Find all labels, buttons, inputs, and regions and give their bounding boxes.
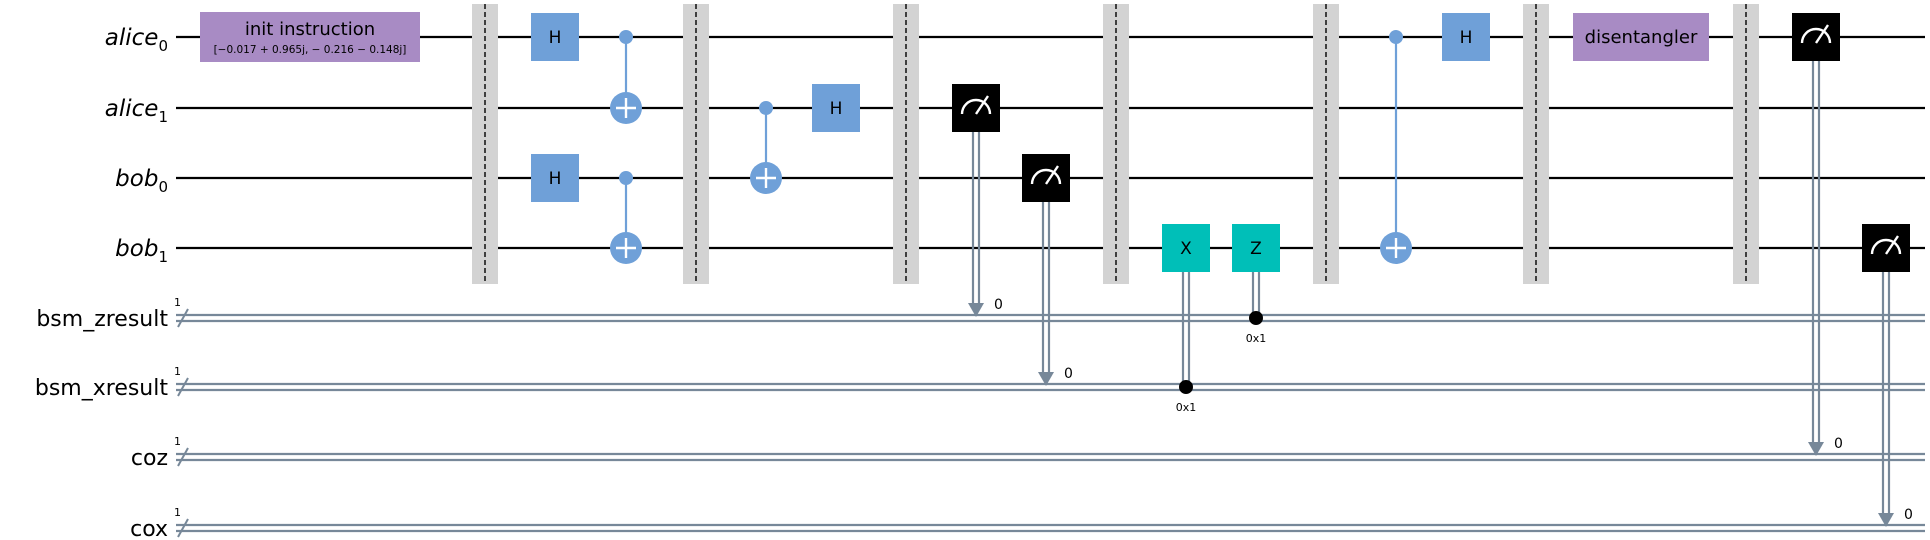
gate-box <box>1442 13 1490 61</box>
gate-label: H <box>830 99 843 119</box>
operations-layer: init instruction [−0.017 + 0.965j, − 0.21… <box>200 4 1913 527</box>
clbit-index: 0 <box>1834 436 1843 452</box>
bus-slash-icon <box>177 308 189 328</box>
control-dot-icon <box>619 30 633 44</box>
register-width: 1 <box>174 506 181 519</box>
qubit-index: 1 <box>158 248 168 266</box>
bus-slash-icon <box>177 518 189 538</box>
bus-slash-icon <box>177 377 189 397</box>
h-gate: H <box>531 13 579 61</box>
clbit-index: 0 <box>1064 366 1073 382</box>
condition-dot-icon <box>1179 380 1193 394</box>
gate-label: disentangler <box>1585 27 1698 48</box>
meter-arc-icon <box>1030 168 1062 185</box>
control-dot-icon <box>759 101 773 115</box>
gate-label: H <box>549 169 562 189</box>
condition-value: 0x1 <box>1176 401 1197 414</box>
control-dot-icon <box>619 171 633 185</box>
arrow-head-icon <box>1878 513 1894 527</box>
h-gate: H <box>812 84 860 132</box>
barrier <box>472 4 498 284</box>
qubit-label: alice1 <box>105 96 168 126</box>
clbit-index: 0 <box>994 297 1003 313</box>
register-labels: alice0alice1bob0bob1bsm_zresultbsm_xresu… <box>35 25 168 540</box>
meter-needle-icon <box>1045 165 1059 185</box>
meter-needle-icon <box>975 95 989 115</box>
clbit-index: 0 <box>1904 507 1913 523</box>
gate-box <box>1162 224 1210 272</box>
measure-gate: 0 <box>1792 13 1843 456</box>
gate-params: [−0.017 + 0.965j, − 0.216 − 0.148j] <box>214 44 407 56</box>
meter-arc-icon <box>960 98 992 115</box>
gate-label: init instruction <box>245 19 375 40</box>
gate-box <box>812 84 860 132</box>
h-gate: H <box>531 154 579 202</box>
gate-label: X <box>1180 239 1192 259</box>
cnot-gate <box>610 30 642 124</box>
measure-box <box>1792 13 1840 61</box>
barrier <box>893 4 919 284</box>
meter-needle-icon <box>1885 235 1899 255</box>
gate-label: H <box>1460 28 1473 48</box>
qubit-label: bob0 <box>115 166 168 196</box>
qubit-index: 0 <box>158 37 168 55</box>
clbit-label: bsm_xresult <box>35 376 168 401</box>
bus-slash-icon <box>177 447 189 467</box>
barrier <box>1523 4 1549 284</box>
conditional-z-gate: 0x1 Z <box>1232 224 1280 345</box>
meter-needle-icon <box>1815 24 1829 44</box>
qubit-index: 1 <box>158 108 168 126</box>
measure-box <box>952 84 1000 132</box>
gate-box <box>531 154 579 202</box>
qubit-name: bob <box>115 236 158 262</box>
init-instruction-gate: init instruction [−0.017 + 0.965j, − 0.21… <box>200 12 420 62</box>
register-width: 1 <box>174 365 181 378</box>
cnot-gate <box>750 101 782 194</box>
conditional-x-gate: 0x1 X <box>1162 224 1210 414</box>
condition-value: 0x1 <box>1246 332 1267 345</box>
measure-box <box>1022 154 1070 202</box>
control-dot-icon <box>1389 30 1403 44</box>
condition-dot-icon <box>1249 311 1263 325</box>
gate-box <box>200 12 420 62</box>
meter-arc-icon <box>1800 27 1832 44</box>
barrier <box>683 4 709 284</box>
qubit-label: bob1 <box>115 236 168 266</box>
gate-label: H <box>549 28 562 48</box>
measure-gate: 0 <box>1862 224 1913 527</box>
gate-box <box>1232 224 1280 272</box>
arrow-head-icon <box>968 303 984 317</box>
wires-layer: 1 1 1 1 <box>174 35 1925 538</box>
barrier <box>1733 4 1759 284</box>
cnot-gate <box>1380 30 1412 264</box>
meter-arc-icon <box>1870 238 1902 255</box>
arrow-head-icon <box>1808 442 1824 456</box>
cnot-gate <box>610 171 642 264</box>
register-width: 1 <box>174 296 181 309</box>
h-gate: H <box>1442 13 1490 61</box>
gate-label: Z <box>1250 239 1262 259</box>
clbit-label: bsm_zresult <box>36 307 168 332</box>
gate-box <box>1573 13 1709 61</box>
measure-box <box>1862 224 1910 272</box>
clbit-label: coz <box>131 446 168 471</box>
qubit-name: alice <box>105 25 159 51</box>
clbit-label: cox <box>130 517 168 540</box>
qubit-label: alice0 <box>105 25 168 55</box>
qubit-index: 0 <box>158 178 168 196</box>
measure-gate: 0 <box>952 84 1003 317</box>
qubit-name: alice <box>105 96 159 122</box>
measure-gate: 0 <box>1022 154 1073 386</box>
barrier <box>1103 4 1129 284</box>
barrier <box>1313 4 1339 284</box>
gate-box <box>531 13 579 61</box>
register-width: 1 <box>174 435 181 448</box>
arrow-head-icon <box>1038 372 1054 386</box>
qubit-name: bob <box>115 166 158 192</box>
disentangler-gate: disentangler <box>1573 13 1709 61</box>
